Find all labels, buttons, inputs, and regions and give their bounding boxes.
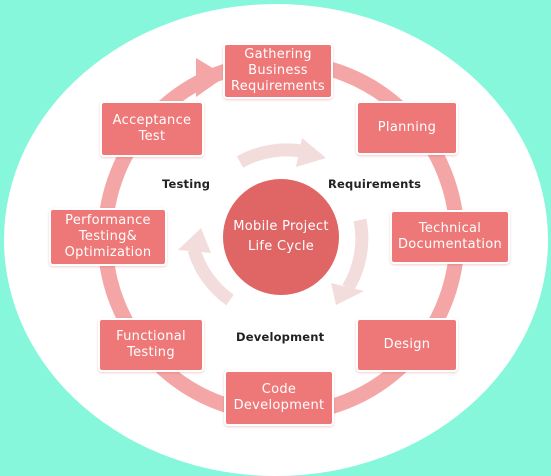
- stage-acceptance-test: Acceptance Test: [100, 101, 204, 157]
- inner-arrowhead-left: [178, 228, 211, 253]
- inner-arrowhead-right: [331, 283, 364, 305]
- stage-technical-documentation: Technical Documentation: [390, 210, 510, 264]
- stage-design: Design: [356, 318, 458, 372]
- stage-planning: Planning: [356, 101, 458, 155]
- stage-performance-testing-optimization: Performance Testing& Optimization: [49, 208, 167, 266]
- center-title: Mobile Project Life Cycle: [233, 219, 329, 254]
- inner-arrow-right: [342, 218, 369, 292]
- inner-arrow-left: [187, 247, 234, 306]
- phase-label-development: Development: [236, 330, 325, 344]
- inner-arrowhead-top: [296, 138, 326, 167]
- center-circle: [223, 179, 339, 295]
- stage-functional-testing: Functional Testing: [98, 318, 204, 372]
- phase-label-testing: Testing: [162, 177, 211, 191]
- stage-gathering-business-requirements: Gathering Business Requirements: [223, 43, 333, 99]
- outer-cycle-arrowhead: [196, 58, 226, 97]
- phase-label-requirements: Requirements: [328, 177, 422, 191]
- stage-code-development: Code Development: [224, 370, 334, 426]
